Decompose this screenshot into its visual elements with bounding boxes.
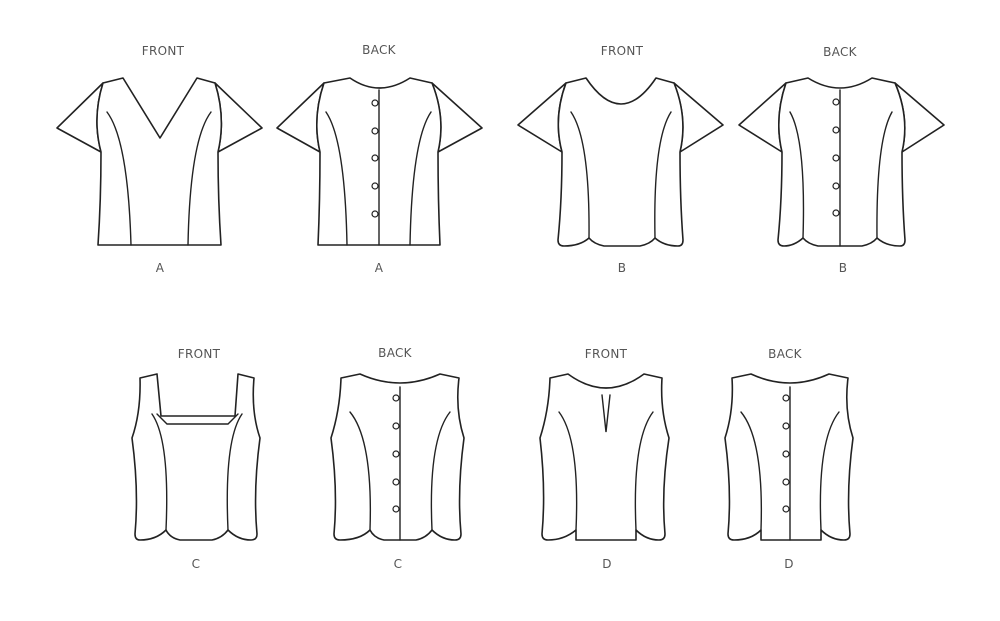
button [782, 394, 790, 402]
bodice-b-back [777, 77, 906, 247]
view-c-back: BACK C [330, 346, 465, 571]
button [832, 182, 840, 190]
princess-seam-right [876, 111, 893, 239]
princess-seam-right [819, 411, 840, 531]
button [782, 505, 790, 513]
princess-seam-right [187, 111, 212, 246]
button [371, 127, 379, 135]
view-heading: BACK [768, 347, 803, 361]
princess-seam-left [570, 111, 590, 239]
princess-seam-right [634, 411, 654, 531]
view-b-front: FRONT B [517, 44, 724, 275]
button [371, 182, 379, 190]
princess-seam-left [349, 411, 372, 531]
button [832, 126, 840, 134]
bodice-c-front [131, 373, 261, 541]
view-heading: FRONT [142, 44, 185, 58]
button [392, 422, 400, 430]
button-column [832, 98, 840, 217]
princess-seam-right [409, 111, 432, 246]
button-column [392, 394, 400, 513]
view-letter: C [192, 557, 201, 571]
view-letter: C [394, 557, 403, 571]
princess-seam-right [430, 411, 451, 531]
keyhole-slit [601, 394, 611, 433]
princess-seam-left [106, 111, 132, 246]
button [832, 154, 840, 162]
view-a-front: FRONT A [56, 44, 263, 275]
bodice-a-front [96, 77, 223, 246]
sleeve-right [214, 82, 263, 153]
view-a-back: BACK A [276, 43, 483, 275]
button [371, 154, 379, 162]
button [371, 99, 379, 107]
view-c-front: FRONT C [131, 347, 261, 571]
button-column [782, 394, 790, 513]
princess-seam-right [654, 111, 672, 239]
view-heading: FRONT [178, 347, 221, 361]
view-letter: A [375, 261, 384, 275]
view-b-back: BACK B [738, 45, 945, 275]
button [392, 505, 400, 513]
view-letter: B [839, 261, 848, 275]
princess-seam-right [226, 413, 243, 531]
princess-seam-left [151, 413, 168, 531]
view-letter: A [156, 261, 165, 275]
view-letter: D [784, 557, 794, 571]
sleeve-left [56, 82, 104, 153]
button [832, 98, 840, 106]
button [392, 394, 400, 402]
button-column [371, 99, 379, 218]
button [392, 478, 400, 486]
button [371, 210, 379, 218]
button [782, 450, 790, 458]
bodice-d-front [539, 373, 670, 541]
view-letter: B [618, 261, 627, 275]
princess-seam-left [558, 411, 578, 531]
button [782, 422, 790, 430]
bodice-b-front [557, 77, 684, 247]
view-heading: FRONT [601, 44, 644, 58]
square-neck-inner [156, 413, 239, 425]
button [832, 209, 840, 217]
view-heading: BACK [362, 43, 397, 57]
princess-seam-left [740, 411, 763, 531]
princess-seam-left [789, 111, 805, 239]
view-heading: BACK [378, 346, 413, 360]
button [782, 478, 790, 486]
princess-seam-left [325, 111, 348, 246]
view-heading: BACK [823, 45, 858, 59]
view-letter: D [602, 557, 612, 571]
view-heading: FRONT [585, 347, 628, 361]
view-d-front: FRONT D [539, 347, 670, 571]
button [392, 450, 400, 458]
view-d-back: BACK D [724, 347, 854, 571]
